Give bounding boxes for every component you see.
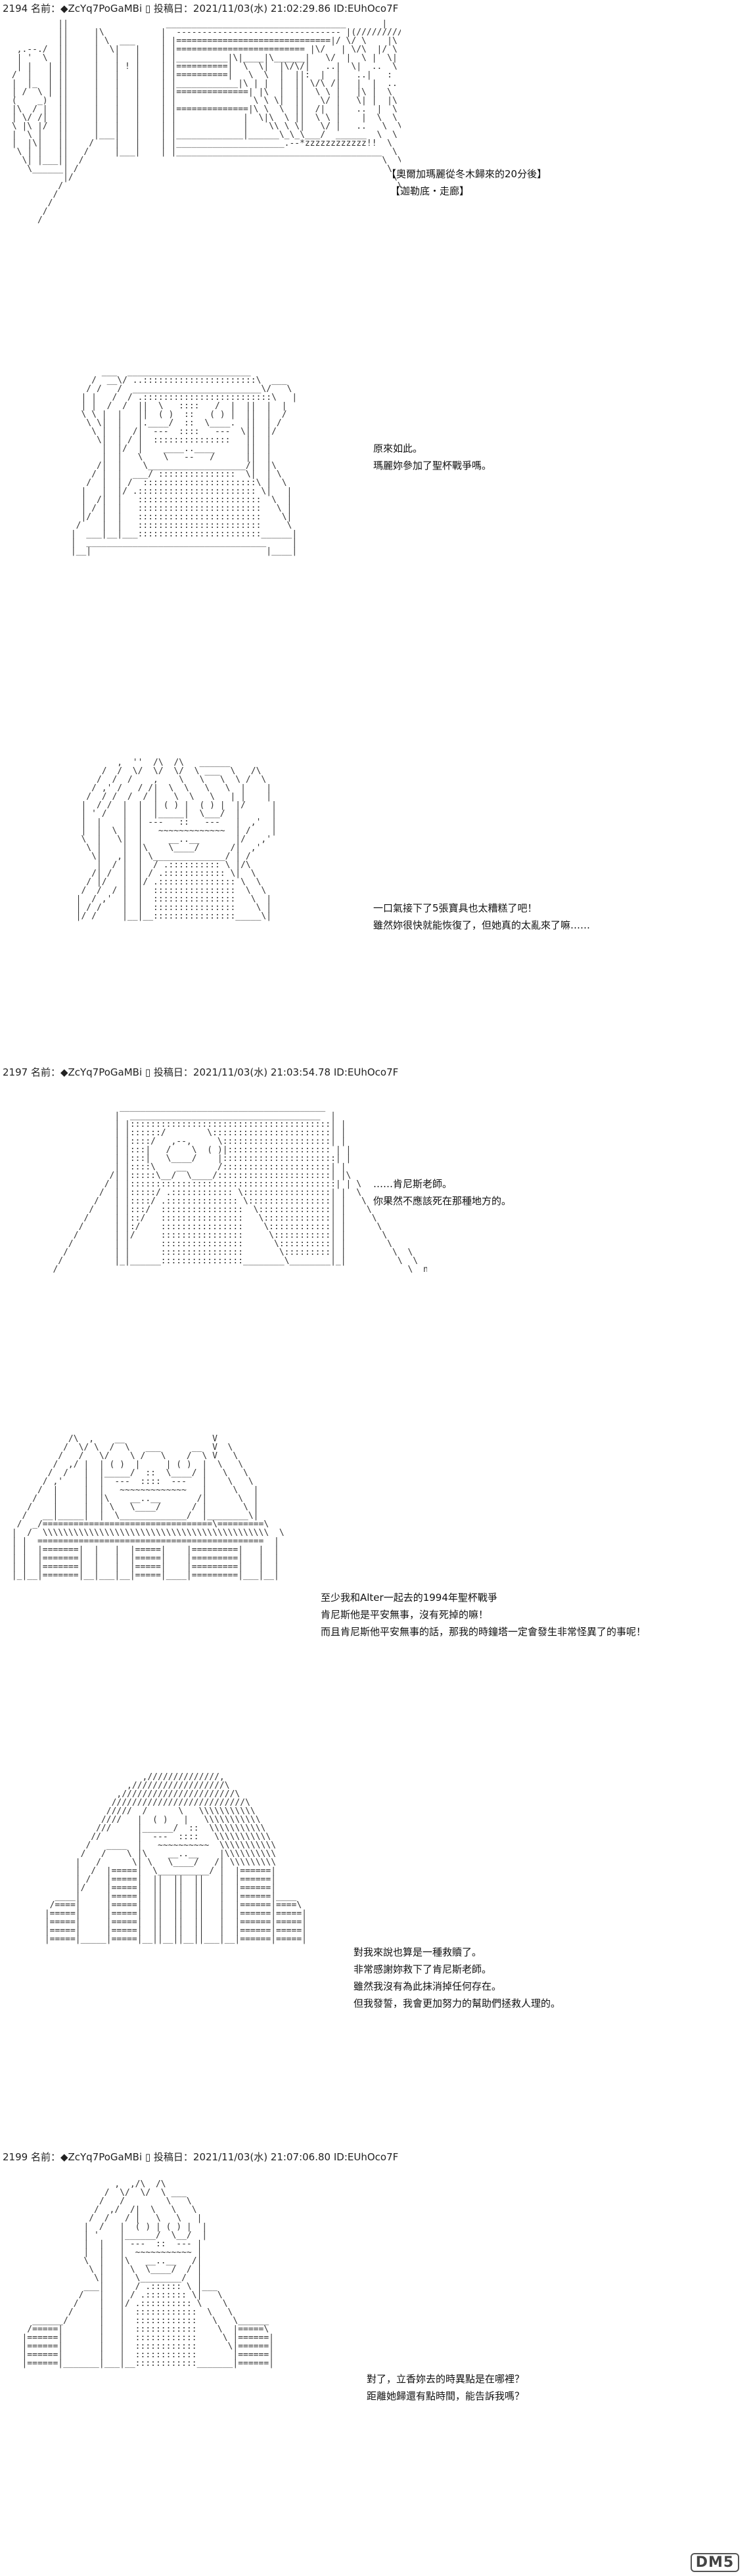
caption-p4: ……肯尼斯老師。 你果然不應該死在那種地方的。	[373, 1175, 511, 1210]
ascii-art-character-6: , ,/\ /\ / \/ \/ \ ___ / / \ \ / ,/ /| \…	[22, 2180, 274, 2369]
caption-line: 非常感謝妳救下了肯尼斯老師。	[354, 1963, 492, 1975]
caption-line: 但我發誓，我會更加努力的幫助們拯救人理的。	[354, 1997, 561, 2009]
panel-character-4: /\ , __ V / \/ \ / \ ___ __ V \ / / \/ \…	[7, 1435, 361, 1737]
caption-line: 【奧爾加瑪麗從冬木歸來的20分後】	[386, 168, 547, 180]
caption-line: 至少我和Alter一起去的1994年聖杯戰爭	[321, 1592, 497, 1604]
caption-p7: 對了，立香妳去的時異點是在哪裡？ 距離她歸還有點時間，能告訴我嗎？	[367, 2370, 524, 2405]
post-header-2197: 2197 名前：◆ZcYq7PoGaMBi ▯ 投稿日：2021/11/03(水…	[3, 1066, 399, 1078]
post-header-2199: 2199 名前：◆ZcYq7PoGaMBi ▯ 投稿日：2021/11/03(水…	[3, 2151, 399, 2163]
caption-line: 原來如此。	[373, 443, 423, 454]
watermark-text: DM5	[690, 2552, 740, 2572]
caption-p2: 原來如此。 瑪麗妳參加了聖杯戰爭嗎。	[373, 440, 491, 474]
caption-line: 雖然我沒有為此抹消掉任何存在。	[354, 1980, 502, 1992]
post-header-2194: 2194 名前：◆ZcYq7PoGaMBi ▯ 投稿日：2021/11/03(水…	[3, 3, 399, 14]
caption-p3: 一口氣接下了5張寶具也太糟糕了吧！ 雖然妳很快就能恢復了，但她真的太亂來了嘛……	[373, 900, 590, 934]
panel-character-5: ,//////////////, ,//////////////////\ ,/…	[39, 1773, 381, 2141]
panel-character-1: ___ ________________________ / __\/ ..::…	[66, 368, 342, 696]
caption-line: 對我來說也算是一種救贖了。	[354, 1946, 482, 1958]
ascii-art-character-3: ________________________________________…	[53, 1103, 427, 1275]
panel-character-2: , '' /\ /\ ______ / / \/ \/ \/ \ ___ \ /…	[66, 758, 368, 1047]
caption-line: 雖然妳很快就能恢復了，但她真的太亂來了嘛……	[373, 919, 591, 931]
caption-line: 【迦勒底・走廊】	[390, 185, 470, 197]
caption-p1: 【奧爾加瑪麗從冬木歸來的20分後】 【迦勒底・走廊】	[386, 165, 547, 200]
panel-character-6: , ,/\ /\ / \/ \/ \ ___ / / \ \ / ,/ /| \…	[7, 2180, 388, 2574]
caption-line: 而且肯尼斯他平安無事的話，那我的時鐘塔一定會發生非常怪異了的事呢！	[321, 1626, 647, 1638]
caption-line: ……肯尼斯老師。	[373, 1178, 453, 1190]
ascii-art-character-4: /\ , __ V / \/ \ / \ ___ __ V \ / / \/ \…	[11, 1435, 285, 1581]
watermark-logo: DM5	[682, 2552, 748, 2572]
caption-p6: 對我來說也算是一種救贖了。 非常感謝妳救下了肯尼斯老師。 雖然我沒有為此抹消掉任…	[354, 1944, 560, 2012]
ascii-art-character-5: ,//////////////, ,//////////////////\ ,/…	[44, 1773, 307, 1944]
ascii-art-character-1: ___ ________________________ / __\/ ..::…	[70, 368, 298, 556]
caption-line: 一口氣接下了5張寶具也太糟糕了吧！	[373, 902, 537, 914]
panel-character-3: ________________________________________…	[7, 1103, 427, 1412]
caption-line: 你果然不應該死在那種地方的。	[373, 1195, 512, 1207]
caption-p5: 至少我和Alter一起去的1994年聖杯戰爭 肯尼斯他是平安無事，沒有死掉的嘛！…	[321, 1589, 646, 1640]
caption-line: 瑪麗妳參加了聖杯戰爭嗎。	[373, 460, 492, 471]
ascii-art-character-2: , '' /\ /\ ______ / / \/ \/ \/ \ ___ \ /…	[76, 758, 277, 921]
panel-corridor: || ___________________________________ |…	[7, 20, 401, 335]
caption-line: 對了，立香妳去的時異點是在哪裡？	[367, 2373, 525, 2385]
ascii-art-corridor: || ___________________________________ |…	[11, 20, 401, 225]
caption-line: 肯尼斯他是平安無事，沒有死掉的嘛！	[321, 1609, 489, 1621]
caption-line: 距離她歸還有點時間，能告訴我嗎？	[367, 2390, 525, 2402]
